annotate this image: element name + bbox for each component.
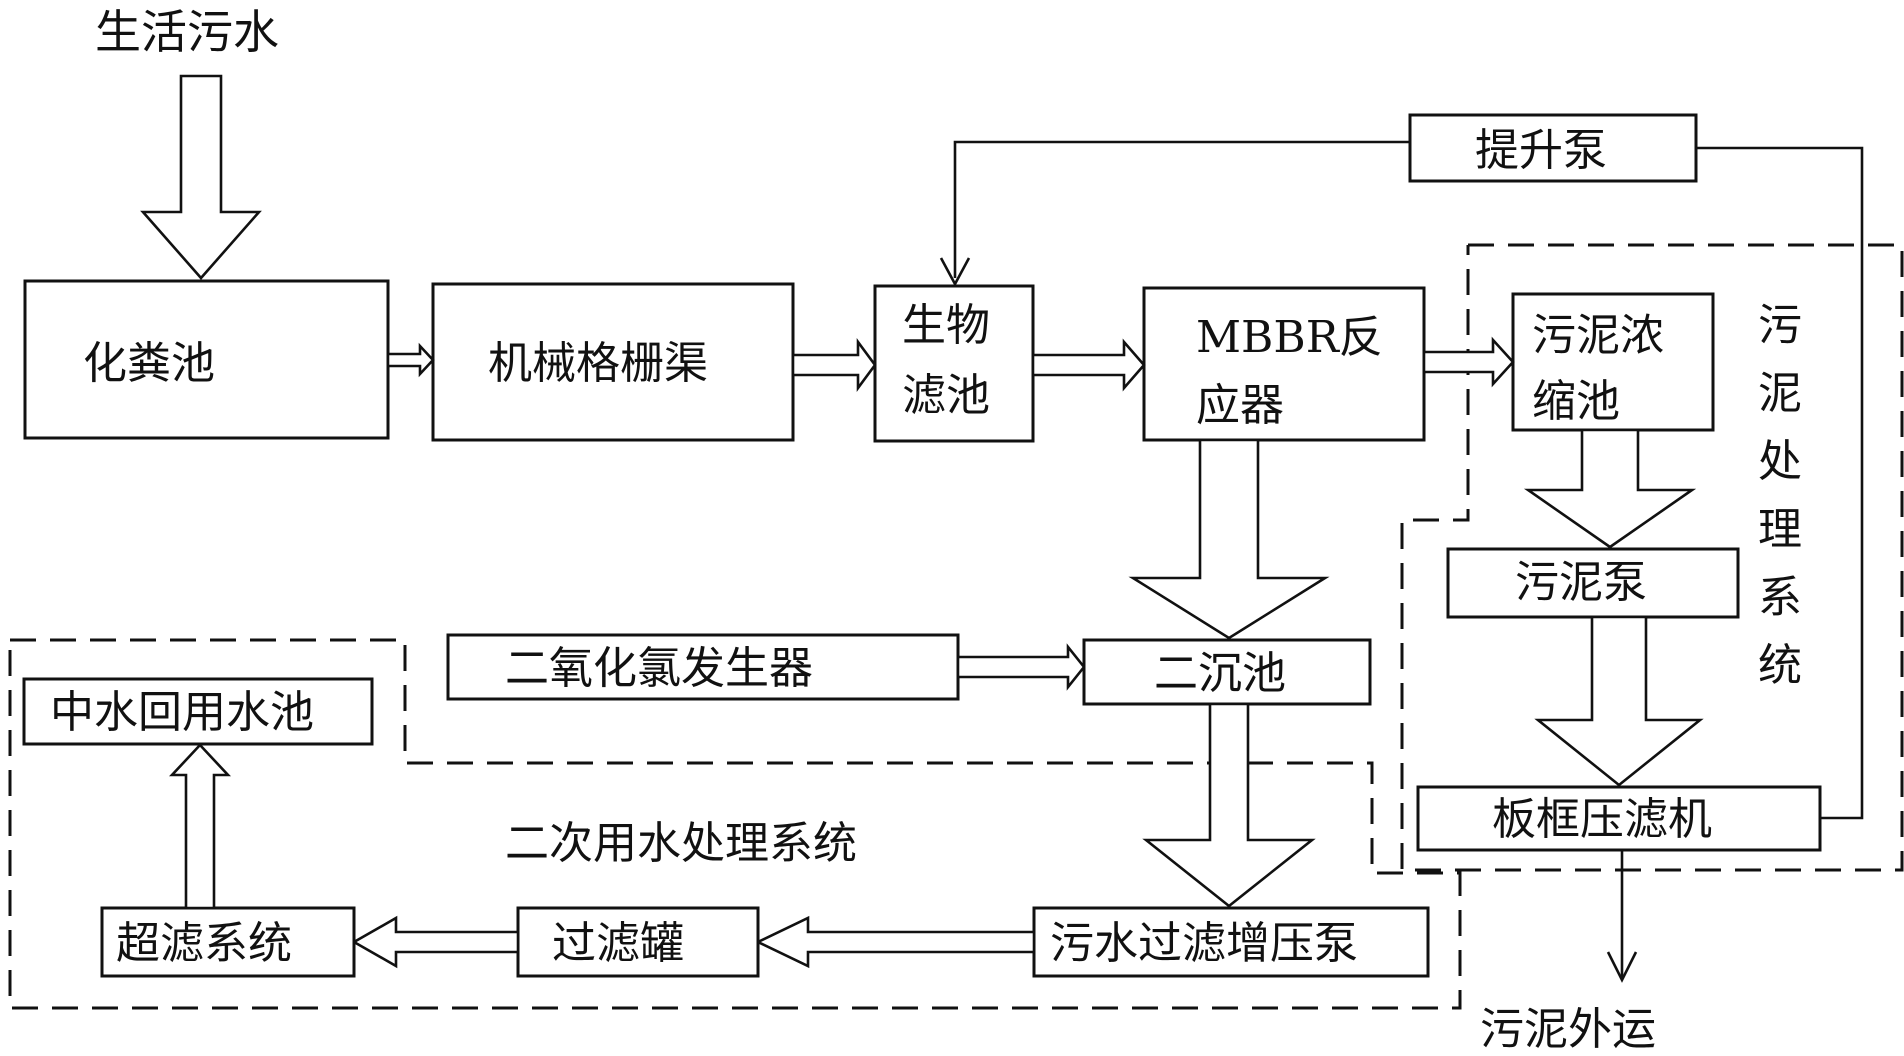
arrow-mbbr-to-clarifier (1128, 438, 1330, 640)
sludge-pump-box (1446, 547, 1740, 619)
arrow-septic-to-screen (386, 342, 435, 378)
biofilter-label-line1: 生物 (902, 300, 990, 351)
arrow-thickener-to-sludge-pump (1523, 428, 1697, 549)
filter-tank-box (516, 906, 760, 978)
reclaimed-pool-box (22, 677, 374, 746)
sludge-system-char-1: 污 (1758, 300, 1802, 351)
sludge-system-char-5: 系 (1758, 572, 1802, 623)
ultrafiltration-box (100, 906, 356, 978)
arrow-mbbr-to-thickener (1422, 336, 1515, 388)
lift-pump-label: 提升泵 (1475, 125, 1607, 176)
reclaimed-pool-label: 中水回用水池 (50, 687, 314, 738)
return-line-press-to-lift-pump (1696, 146, 1864, 820)
sludge-system-char-3: 处 (1758, 436, 1802, 487)
biofilter-label-line2: 滤池 (902, 370, 990, 421)
screen-channel-box (431, 282, 795, 442)
arrow-filter-tank-to-ultrafiltration (351, 915, 520, 969)
reuse-system-label: 二次用水处理系统 (505, 818, 857, 869)
septic-tank-label: 化粪池 (83, 338, 215, 389)
sludge-thickener-label-line2: 缩池 (1532, 376, 1620, 427)
booster-pump-label: 污水过滤增压泵 (1050, 918, 1358, 969)
arrow-chlorine-to-clarifier (956, 643, 1086, 691)
sludge-thickener-box (1511, 292, 1715, 432)
filter-press-label: 板框压滤机 (1492, 794, 1712, 845)
secondary-clarifier-label: 二沉池 (1154, 648, 1286, 699)
sludge-thickener-label-line1: 污泥浓 (1532, 310, 1664, 361)
sludge-system-char-6: 统 (1758, 640, 1802, 691)
sludge-out-label: 污泥外运 (1480, 1004, 1656, 1055)
arrow-booster-to-filter-tank (754, 915, 1036, 969)
arrow-clarifier-to-booster (1142, 702, 1316, 908)
return-line-lift-pump-to-biofilter (953, 140, 1410, 278)
sludge-system-char-4: 理 (1758, 504, 1802, 555)
return-arrowhead-biofilter (939, 257, 971, 287)
filter-press-box (1416, 785, 1822, 852)
screen-channel-label: 机械格栅渠 (488, 338, 708, 389)
filter-tank-label: 过滤罐 (552, 918, 684, 969)
septic-tank-box (23, 279, 390, 440)
chlorine-dioxide-box (446, 633, 960, 701)
sludge-pump-label: 污泥泵 (1515, 557, 1647, 608)
mbbr-label-line2: 应器 (1196, 380, 1284, 431)
inlet-arrow (140, 74, 262, 280)
domestic-sewage-label: 生活污水 (95, 5, 279, 59)
sludge-out-arrowhead (1606, 951, 1638, 983)
mbbr-label-line1: MBBR反 (1196, 312, 1383, 363)
arrow-ultrafiltration-to-reclaimed-pool (169, 743, 231, 910)
secondary-clarifier-box (1082, 638, 1372, 706)
ultrafiltration-label: 超滤系统 (116, 918, 292, 969)
chlorine-dioxide-label: 二氧化氯发生器 (505, 643, 813, 694)
mbbr-reactor-box (1142, 286, 1426, 442)
arrow-biofilter-to-mbbr (1031, 338, 1146, 392)
arrow-screen-to-biofilter (791, 338, 877, 392)
sludge-system-boundary (1400, 243, 1904, 872)
arrow-sludge-pump-to-press (1534, 615, 1704, 787)
sludge-system-char-2: 泥 (1758, 368, 1802, 419)
reuse-system-boundary (8, 638, 1462, 1010)
